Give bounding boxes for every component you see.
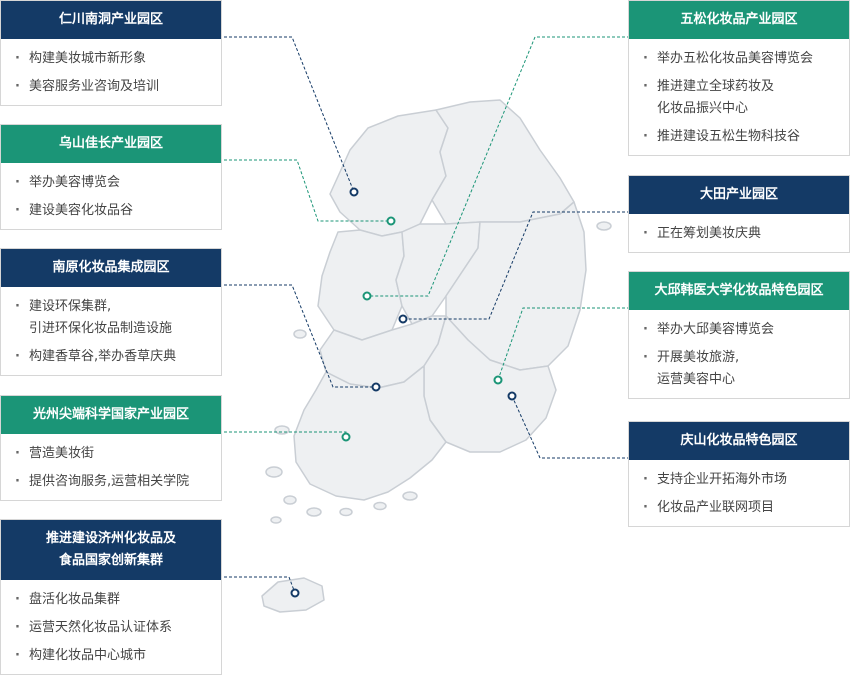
marker-daejeon[interactable]	[398, 314, 408, 324]
list-item: 举办大邱美容博览会	[643, 316, 839, 344]
leader-lines	[224, 36, 630, 594]
card-daejeon: 大田产业园区 正在筹划美妆庆典	[628, 175, 850, 253]
marker-daegu[interactable]	[493, 375, 503, 385]
card-title: 庆山化妆品特色园区	[629, 422, 849, 460]
marker-incheon[interactable]	[349, 187, 359, 197]
list-item: 支持企业开拓海外市场	[643, 466, 839, 494]
list-item: 构建化妆品中心城市	[15, 642, 211, 670]
card-title: 光州尖端科学国家产业园区	[1, 396, 221, 434]
card-title: 推进建设济州化妆品及 食品国家创新集群	[1, 520, 221, 580]
list-item: 运营天然化妆品认证体系	[15, 614, 211, 642]
marker-osan[interactable]	[386, 216, 396, 226]
feature-list: 举办大邱美容博览会 开展美妆旅游,运营美容中心	[629, 310, 849, 398]
card-jeju-cluster: 推进建设济州化妆品及 食品国家创新集群 盘活化妆品集群 运营天然化妆品认证体系 …	[0, 519, 222, 675]
leader-daejeon	[403, 211, 630, 320]
marker-gyeongsan[interactable]	[507, 391, 517, 401]
card-title-line: 食品国家创新集群	[58, 553, 163, 568]
marker-osong[interactable]	[362, 291, 372, 301]
island	[274, 425, 290, 435]
island	[339, 507, 353, 517]
feature-list: 营造美妆街 提供咨询服务,运营相关学院	[1, 434, 221, 500]
list-item: 盘活化妆品集群	[15, 586, 211, 614]
list-item: 化妆品产业联网项目	[643, 494, 839, 522]
card-incheon-namdong: 仁川南洞产业园区 构建美妆城市新形象 美容服务业咨询及培训	[0, 0, 222, 106]
card-title: 五松化妆品产业园区	[629, 1, 849, 39]
island	[293, 329, 307, 339]
leader-osan	[224, 159, 391, 222]
island	[283, 495, 297, 505]
card-title: 大邱韩医大学化妆品特色园区	[629, 272, 849, 310]
card-daegu-haany: 大邱韩医大学化妆品特色园区 举办大邱美容博览会 开展美妆旅游,运营美容中心	[628, 271, 850, 399]
card-title-line: 推进建设济州化妆品及	[45, 531, 176, 546]
list-item: 开展美妆旅游,运营美容中心	[643, 344, 839, 394]
feature-list: 举办美容博览会 建设美容化妆品谷	[1, 163, 221, 229]
list-item: 构建美妆城市新形象	[15, 45, 211, 73]
feature-list: 构建美妆城市新形象 美容服务业咨询及培训	[1, 39, 221, 105]
leader-incheon	[224, 36, 355, 193]
feature-list: 支持企业开拓海外市场 化妆品产业联网项目	[629, 460, 849, 526]
list-item: 举办美容博览会	[15, 169, 211, 197]
list-item: 正在筹划美妆庆典	[643, 220, 839, 248]
card-gyeongsan: 庆山化妆品特色园区 支持企业开拓海外市场 化妆品产业联网项目	[628, 421, 850, 527]
region-jeonnam	[293, 365, 447, 501]
leader-osong	[367, 36, 630, 297]
card-title: 乌山佳长产业园区	[1, 125, 221, 163]
feature-list: 盘活化妆品集群 运营天然化妆品认证体系 构建化妆品中心城市	[1, 580, 221, 674]
markers	[290, 187, 517, 598]
marker-jeju[interactable]	[290, 588, 300, 598]
region-gangwon	[431, 99, 575, 225]
leader-namwon	[224, 284, 376, 388]
island	[270, 516, 282, 524]
feature-list: 正在筹划美妆庆典	[629, 214, 849, 252]
card-osong-cosmetics: 五松化妆品产业园区 举办五松化妆品美容博览会 推进建立全球药妆及化妆品振兴中心 …	[628, 0, 850, 156]
map-land	[261, 99, 612, 613]
card-gwangju-science: 光州尖端科学国家产业园区 营造美妆街 提供咨询服务,运营相关学院	[0, 395, 222, 501]
list-item: 推进建设五松生物科技谷	[643, 123, 839, 151]
leader-jeju	[224, 576, 296, 594]
leader-daegu	[497, 307, 630, 381]
region-chungnam	[317, 229, 405, 341]
card-title: 大田产业园区	[629, 176, 849, 214]
list-item: 提供咨询服务,运营相关学院	[15, 468, 211, 496]
card-title: 南原化妆品集成园区	[1, 249, 221, 287]
island	[306, 507, 322, 517]
marker-namwon[interactable]	[371, 382, 381, 392]
card-title: 仁川南洞产业园区	[1, 1, 221, 39]
list-item: 美容服务业咨询及培训	[15, 73, 211, 101]
marker-gwangju[interactable]	[341, 432, 351, 442]
card-namwon-cosmetics: 南原化妆品集成园区 建设环保集群,引进环保化妆品制造设施 构建香草谷,举办香草庆…	[0, 248, 222, 376]
island	[373, 501, 387, 511]
island	[265, 466, 283, 478]
island	[596, 221, 612, 231]
coastal-islands	[265, 221, 612, 524]
list-item: 构建香草谷,举办香草庆典	[15, 343, 211, 371]
list-item: 建设环保集群,引进环保化妆品制造设施	[15, 293, 211, 343]
leader-gyeongsan	[511, 395, 630, 459]
card-osan-gajang: 乌山佳长产业园区 举办美容博览会 建设美容化妆品谷	[0, 124, 222, 230]
list-item: 营造美妆街	[15, 440, 211, 468]
island	[402, 491, 418, 501]
list-item: 建设美容化妆品谷	[15, 197, 211, 225]
feature-list: 建设环保集群,引进环保化妆品制造设施 构建香草谷,举办香草庆典	[1, 287, 221, 375]
list-item: 举办五松化妆品美容博览会	[643, 45, 839, 73]
